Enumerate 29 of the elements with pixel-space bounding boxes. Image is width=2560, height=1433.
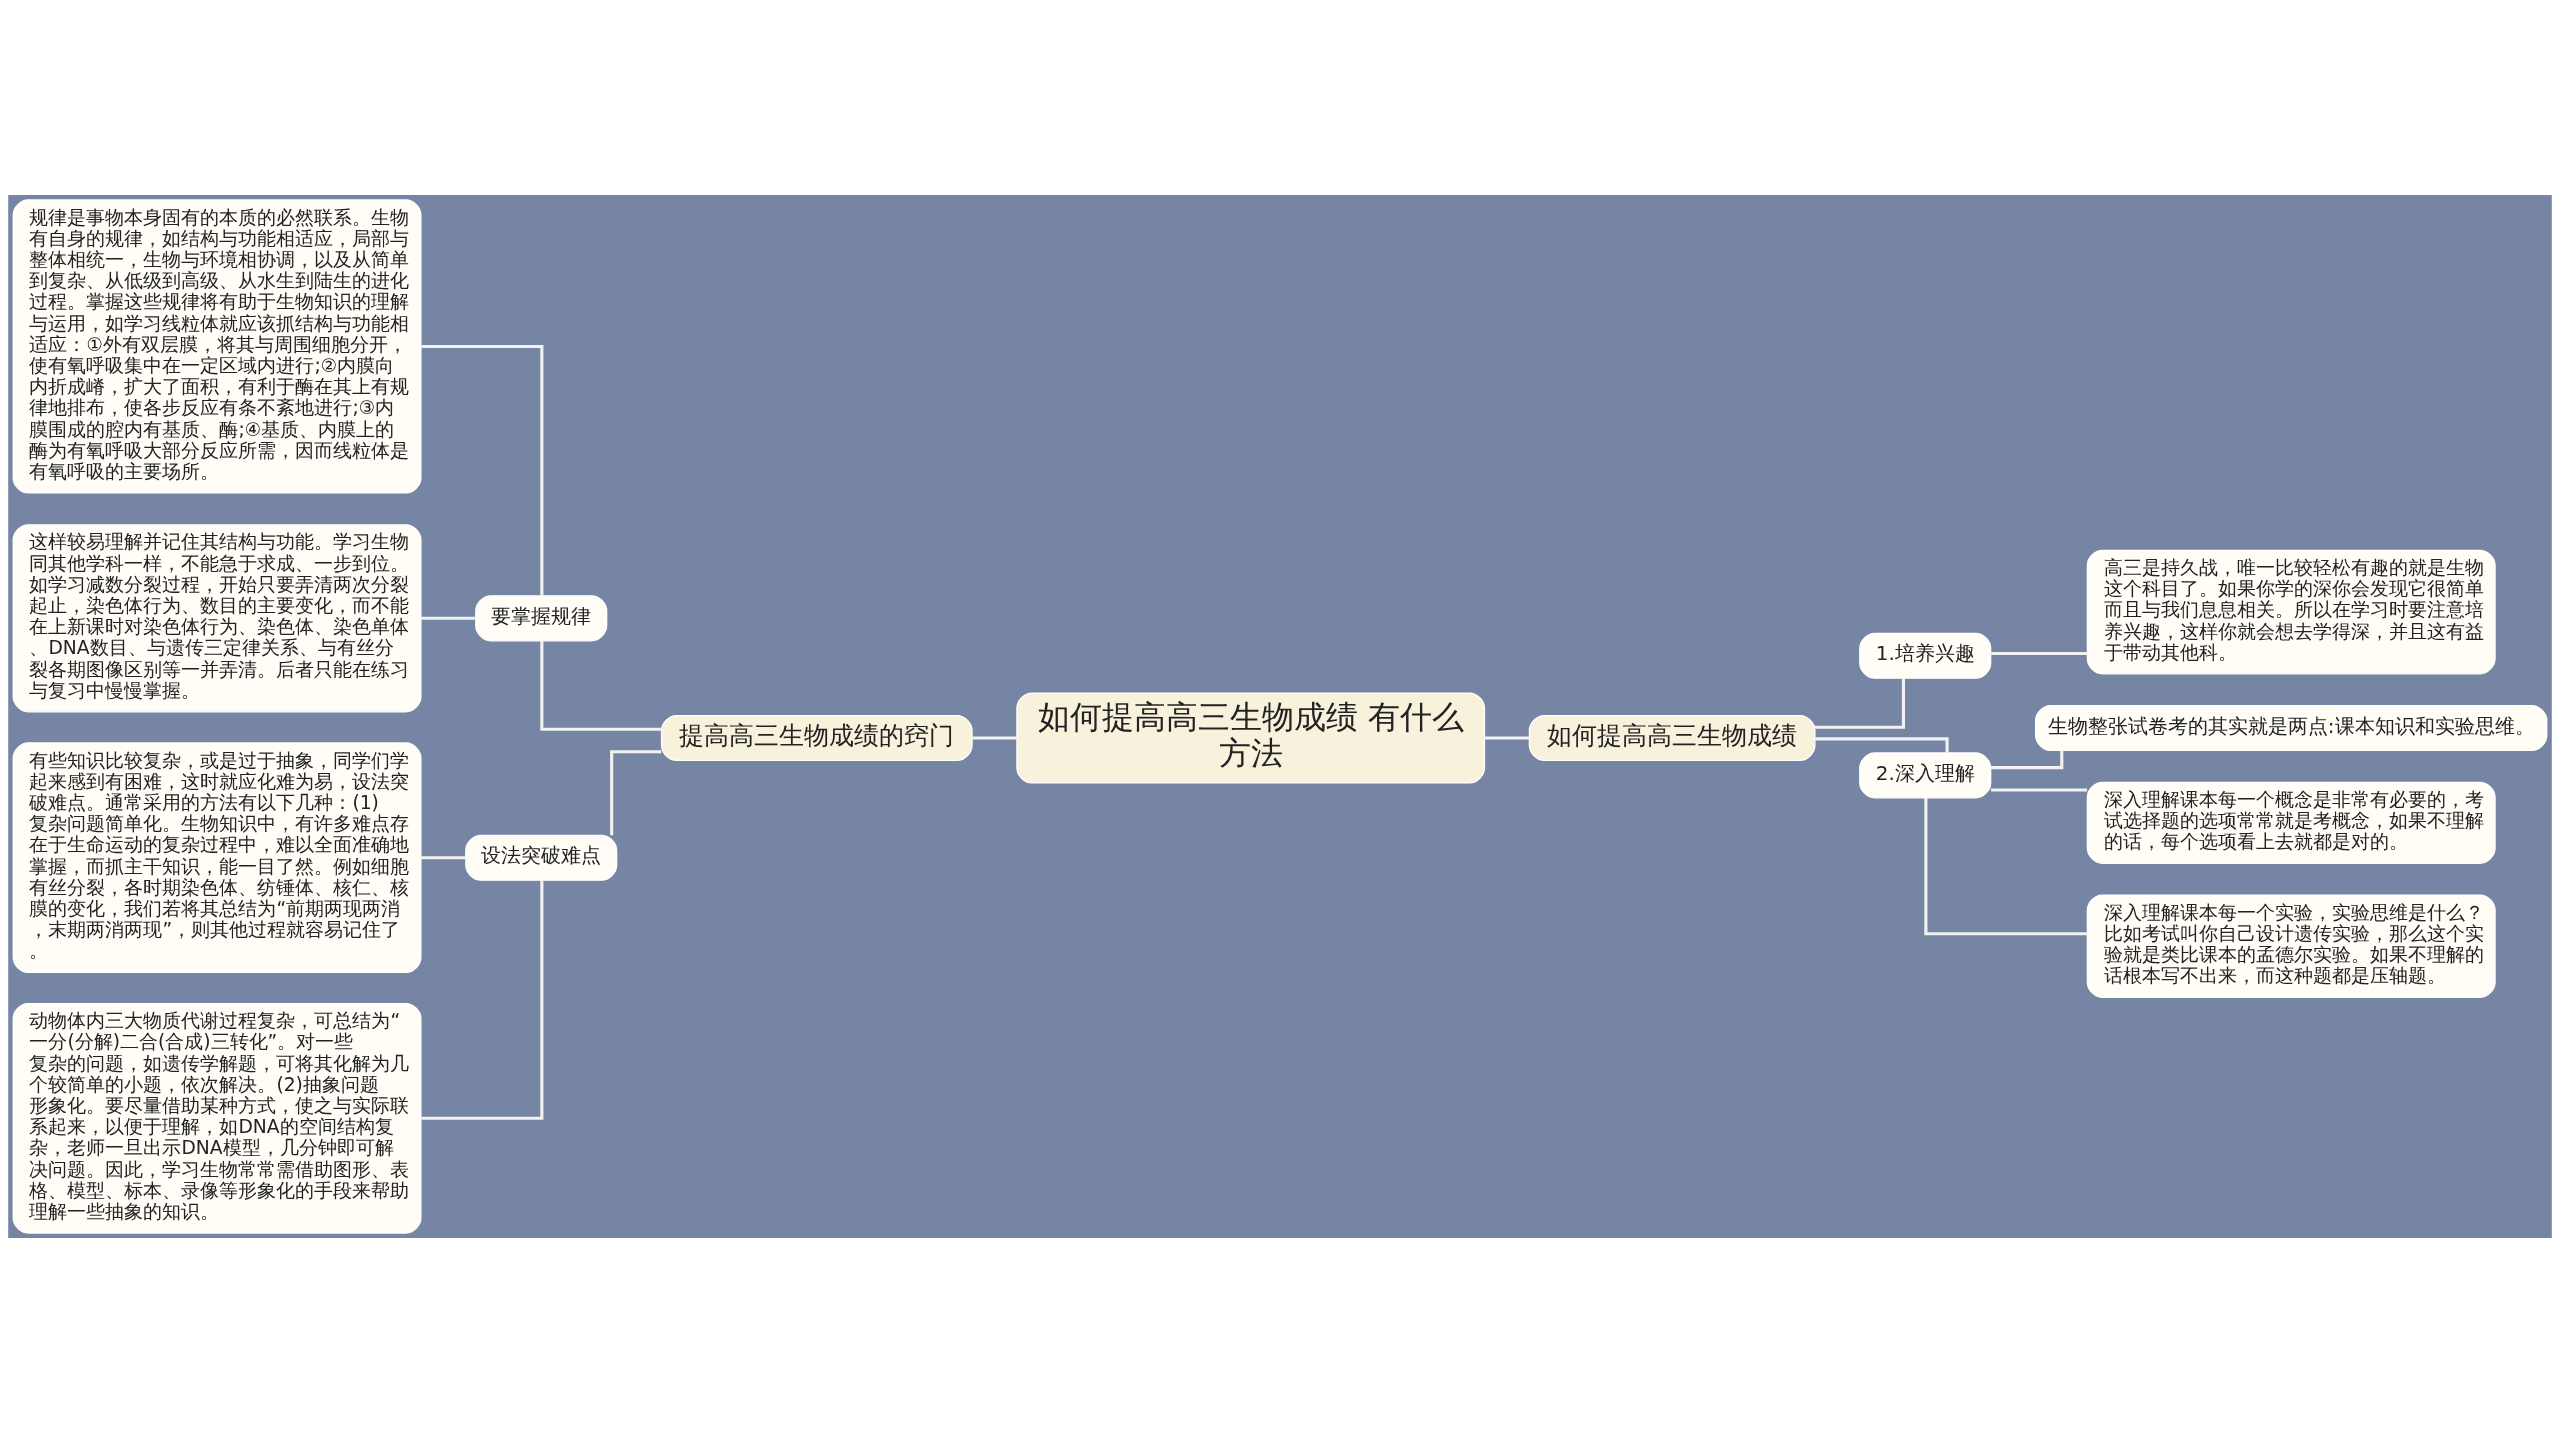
connector [972, 736, 1017, 740]
connector [1815, 678, 1905, 729]
node-box: 这样较易理解并记住其结构与功能。学习生物同其他学科一样，不能急于求成、一步到位。如学习减数分裂过程，开始只要弄清两次分裂起止，染色体行为、数目的主要变化，而不能在上新课时对染色体行为、染色体、染色单体、DNA数目、与遗传三定律关系、与有丝分裂各期图像区别等一并弄清。后者只能在练习与复习中慢慢掌握。 [12, 524, 422, 713]
node-box: 深入理解课本每一个实验，实验思维是什么？比如考试叫你自己设计遗传实验，那么这个实验就是类比课本的孟德尔实验。如果不理解的话根本写不出来，而这种题都是压轴题。 [2086, 894, 2496, 998]
connector [1815, 737, 1949, 753]
node-box: 要掌握规律 [475, 595, 608, 642]
node-box: 深入理解课本每一个概念是非常有必要的，考试选择题的选项常常就是考概念，如果不理解的话，每个选项看上去就都是对的。 [2086, 781, 2496, 864]
node-box: 如何提高高三生物成绩 [1528, 714, 1816, 762]
node-box: 2.深入理解 [1859, 752, 1992, 799]
node-box: 规律是事物本身固有的本质的必然联系。生物有自身的规律，如结构与功能相适应，局部与整体相统一，生物与环境相协调，以及从简单到复杂、从低级到高级、从水生到陆生的进化过程。掌握这些规律将有助于生物知识的理解与运用，如学习线粒体就应该抓结构与功能相适应：①外有双层膜，将其与周围细胞分开，使有氧呼吸集中在一定区域内进行;②内膜向内折成嵴，扩大了面积，有利于酶在其上有规律地排布，使各步反应有条不紊地进行;③内膜围成的腔内有基质、酶;④基质、内膜上的酶为有氧呼吸大部分反应所需，因而线粒体是有氧呼吸的主要场所。 [12, 199, 422, 494]
connector [1924, 798, 2088, 936]
connector [1484, 736, 1529, 740]
connector [610, 750, 662, 836]
node-box: 有些知识比较复杂，或是过于抽象，同学们学起来感到有困难，这时就应化难为易，设法突破难点。通常采用的方法有以下几种：(1)复杂问题简单化。生物知识中，有许多难点存在于生命运动的复杂过程中，难以全面准确地掌握，而抓主干知识，能一目了然。例如细胞有丝分裂，各时期染色体、纺锤体、核仁、核膜的变化，我们若将其总结为“前期两现两消，末期两消两现”，则其他过程就容易记住了。 [12, 742, 422, 974]
node-box: 高三是持久战，唯一比较轻松有趣的就是生物这个科目了。如果你学的深你会发现它很简单而且与我们息息相关。所以在学习时要注意培养兴趣，这样你就会想去学得深，并且这有益于带动其他科。 [2086, 549, 2496, 675]
connector [421, 616, 476, 620]
node-box: 提高高三生物成绩的窍门 [660, 714, 973, 762]
connector [421, 880, 544, 1120]
connector [421, 344, 544, 596]
connector [1991, 788, 2088, 792]
connector [1991, 651, 2088, 656]
node-box: 动物体内三大物质代谢过程复杂，可总结为“一分(分解)二合(合成)三转化”。对一些复杂的问题，如遗传学解题，可将其化解为几个较简单的小题，依次解决。(2)抽象问题形象化。要尽量借助某种方式，使之与实际联系起来，以便于理解，如DNA的空间结构复杂，老师一旦出示DNA模型，几分钟即可解决问题。因此，学习生物常常需借助图形、表格、模型、标本、录像等形象化的手段来帮助理解一些抽象的知识。 [12, 1002, 422, 1234]
node-box: 设法突破难点 [465, 834, 618, 881]
node-box: 如何提高高三生物成绩 有什么方法 [1016, 692, 1486, 784]
node-box: 生物整张试卷考的其实就是两点:课本知识和实验思维。 [2034, 704, 2548, 752]
node-box: 1.培养兴趣 [1859, 632, 1992, 679]
connector [1990, 750, 2064, 770]
connector [540, 640, 662, 731]
connector [421, 856, 466, 860]
